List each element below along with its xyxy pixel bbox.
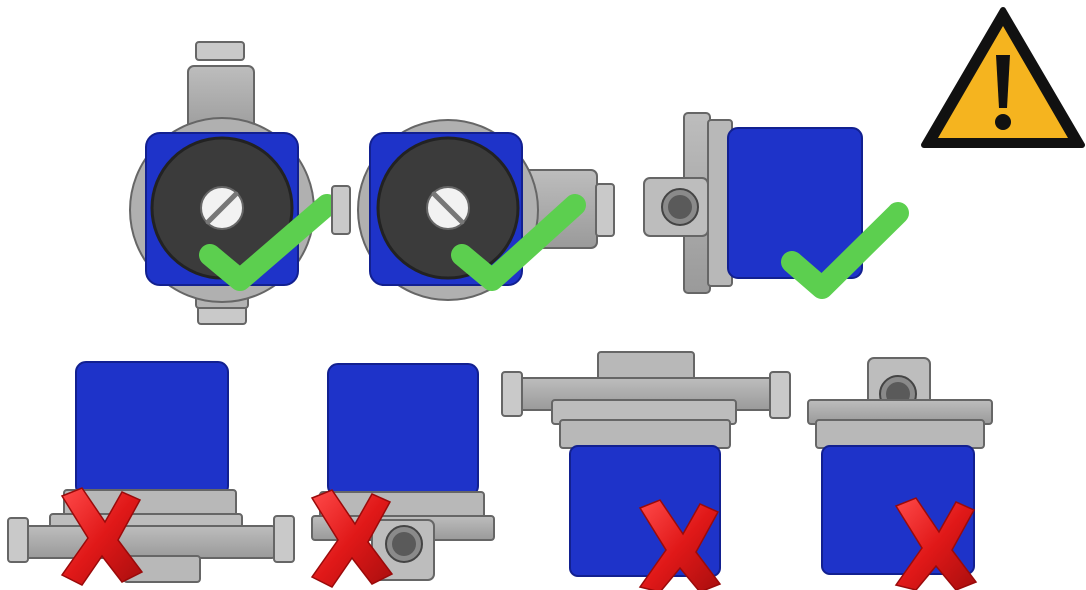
cross-icon <box>60 487 144 586</box>
cross-icon <box>638 499 722 590</box>
checkmark-icon <box>199 194 338 291</box>
pump-motor-up-inlet-front <box>311 363 495 581</box>
warning-icon <box>921 7 1085 148</box>
pump-motor-down-horizontal-pipe <box>501 351 791 577</box>
pump-front-vertical-pipe <box>129 41 315 325</box>
pump-side-shaft-horizontal <box>643 112 863 294</box>
checkmark-icon <box>781 202 909 299</box>
pump-motor-down-inlet-front <box>807 357 993 575</box>
cross-icon <box>894 497 978 590</box>
cross-icon <box>310 489 394 588</box>
checkmark-icon <box>451 194 586 291</box>
pump-motor-up-horizontal-pipe <box>7 361 295 583</box>
